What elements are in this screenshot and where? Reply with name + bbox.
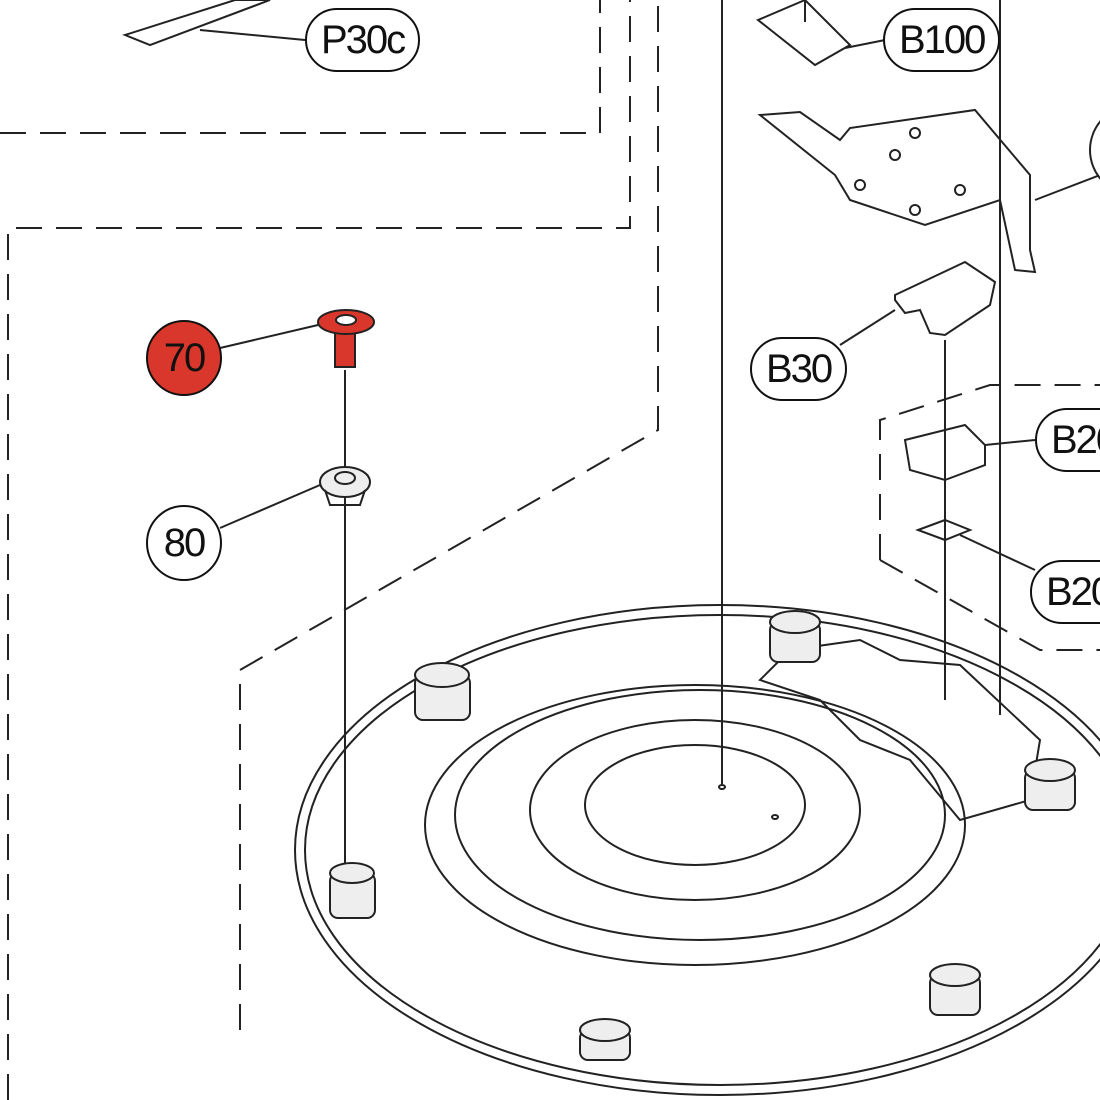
callout-b20-upper[interactable]: B20 <box>1035 408 1100 472</box>
callout-b100[interactable]: B100 <box>883 8 1001 72</box>
part-p30c <box>122 0 271 47</box>
part-80-grommet <box>319 466 371 506</box>
callout-b20-lower[interactable]: B20 <box>1030 560 1100 624</box>
callout-80[interactable]: 80 <box>146 505 222 581</box>
part-b20-lower <box>915 518 973 542</box>
callout-b30[interactable]: B30 <box>750 337 848 401</box>
part-bracket <box>757 108 1037 274</box>
part-base-plate <box>294 604 1100 1096</box>
callout-offscreen <box>1089 120 1100 180</box>
part-b30 <box>894 260 997 337</box>
part-b20-upper <box>903 423 986 482</box>
callout-p30c[interactable]: P30c <box>305 8 421 72</box>
part-70-screw <box>317 309 375 368</box>
callout-70[interactable]: 70 <box>146 320 222 396</box>
part-b100 <box>756 0 852 67</box>
